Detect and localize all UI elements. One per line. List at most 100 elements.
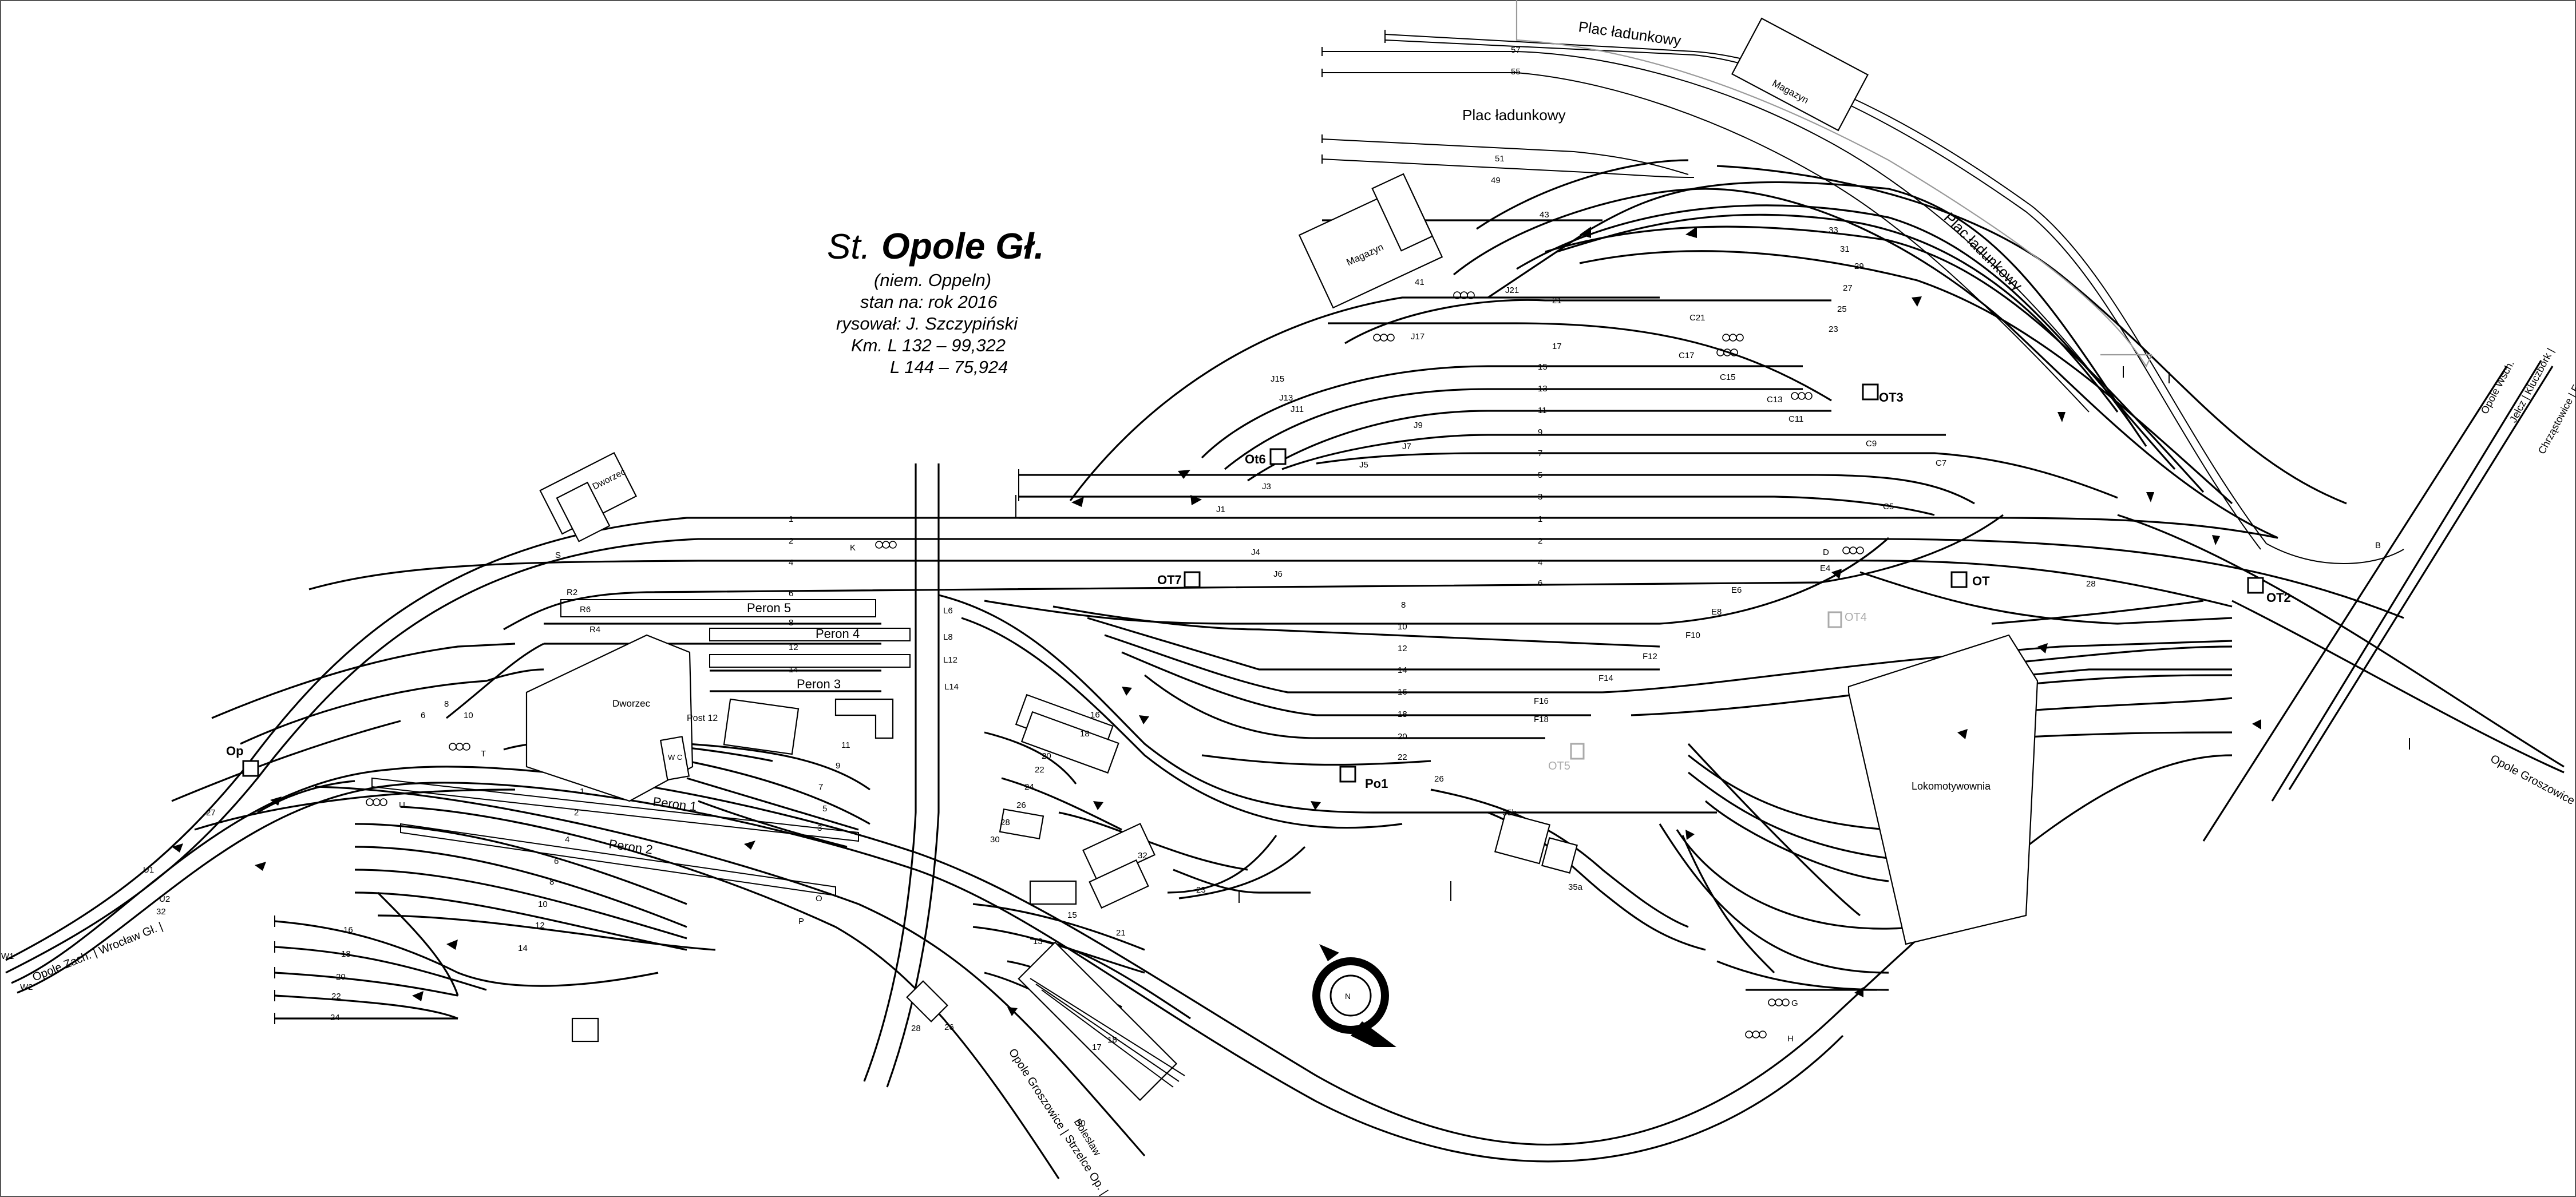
signal-k: K <box>850 543 856 553</box>
track-numbers: 1 1 2 2 3 4 4 5 6 6 7 8 8 9 10 11 12 12 … <box>156 45 2096 1128</box>
track-7-south: 7 <box>818 782 823 792</box>
west-sidings <box>171 463 940 1088</box>
area-outlines <box>1515 0 2152 368</box>
track-10-south: 10 <box>538 899 548 909</box>
track-17-south: 17 <box>1092 1043 1102 1052</box>
building-l-shape <box>834 698 894 739</box>
signal-j3: J3 <box>1262 482 1271 492</box>
info-line-3: rysował: J. Szczypiński <box>836 314 1018 334</box>
dworzec-main: Dworzec <box>525 634 694 802</box>
building-post <box>723 698 800 755</box>
signal-e8: E8 <box>1711 607 1722 617</box>
track-35b: 35b <box>1502 808 1517 818</box>
signal-p: P <box>798 917 804 926</box>
peron4-label: Peron 4 <box>816 627 860 641</box>
track-17: 17 <box>1552 342 1562 351</box>
signal-c5: C5 <box>1883 502 1894 512</box>
box-ot4-label: OT4 <box>1845 611 1867 624</box>
signal-j21: J21 <box>1505 286 1519 295</box>
signal-s: S <box>555 550 561 560</box>
track-1-west: 1 <box>789 514 793 524</box>
track-23: 23 <box>1829 324 1838 334</box>
track-8-west: 8 <box>789 618 793 628</box>
peron3-label: Peron 3 <box>797 677 841 691</box>
track-14-east: 14 <box>1398 665 1407 675</box>
box-ot-icon <box>1950 571 1968 588</box>
south-east-sidings <box>938 537 2233 1054</box>
info-line-1: (niem. Oppeln) <box>874 270 991 290</box>
station-name: Opole Gł. <box>881 225 1044 267</box>
signal-r4: R4 <box>589 625 600 635</box>
signal-b: B <box>2375 541 2381 550</box>
building-wc <box>659 736 690 781</box>
track-8-east: 8 <box>1401 600 1406 610</box>
track-30-south: 30 <box>990 835 1000 845</box>
track-43: 43 <box>1540 210 1549 220</box>
track-49: 49 <box>1491 176 1501 185</box>
box-ot6-label: Ot6 <box>1245 452 1266 466</box>
track-9-south: 9 <box>836 761 840 771</box>
signal-labels: C21 C17 C15 C13 C11 C9 C7 C5 D E4 E6 E8 … <box>1 286 2381 1044</box>
signal-f10: F10 <box>1685 631 1700 640</box>
buffer-stops <box>274 30 2410 1024</box>
track-10-west: 10 <box>464 711 473 720</box>
signal-glyphs <box>366 291 1864 1039</box>
track-20-south: 20 <box>1042 751 1051 761</box>
signal-o: O <box>816 894 822 903</box>
track-29: 29 <box>1854 261 1864 271</box>
dworzec-main-label: Dworzec <box>612 698 651 709</box>
signal-c13: C13 <box>1767 395 1783 405</box>
track-32-west: 32 <box>156 907 166 917</box>
track-35a: 35a <box>1568 882 1583 892</box>
signal-l12: L12 <box>943 655 957 665</box>
track-2-east: 2 <box>1538 536 1542 546</box>
magazyn-north: Magazyn <box>1731 17 1869 132</box>
signal-j4: J4 <box>1251 548 1260 557</box>
signal-h: H <box>1787 1034 1794 1044</box>
box-ot2-label: OT2 <box>2266 590 2291 605</box>
plac-label-2: Plac ładunkowy <box>1462 106 1566 124</box>
wc-label: W C <box>668 753 682 762</box>
track-8-south: 8 <box>549 877 554 887</box>
signal-w1: W1 <box>1 952 14 961</box>
track-13: 13 <box>1538 384 1548 394</box>
box-op-label: Op <box>226 744 244 758</box>
track-11-south: 11 <box>841 740 850 750</box>
track-6-east: 6 <box>1538 578 1542 588</box>
building-se-2 <box>1541 837 1578 874</box>
signal-e4: E4 <box>1820 564 1830 573</box>
track-8-west-2: 8 <box>444 699 449 709</box>
signal-r6: R6 <box>580 605 591 615</box>
box-ot7-icon <box>1184 571 1201 588</box>
signal-c11: C11 <box>1788 414 1803 424</box>
track-2-south: 2 <box>574 808 579 818</box>
track-3: 3 <box>1538 492 1542 502</box>
info-line-5: L 144 – 75,924 <box>890 357 1008 377</box>
track-18-south: 18 <box>1080 729 1090 739</box>
lokomotywownia: Lokomotywownia <box>1847 634 2039 945</box>
track-57: 57 <box>1511 45 1521 55</box>
signal-c9: C9 <box>1866 439 1877 449</box>
track-41: 41 <box>1415 278 1424 287</box>
north-arrow-icon: N <box>1312 944 1396 1047</box>
track-6-south: 6 <box>554 857 559 866</box>
signal-l14: L14 <box>944 682 959 692</box>
signal-l6: L6 <box>943 606 953 616</box>
signal-j9: J9 <box>1414 421 1423 430</box>
track-5: 5 <box>1538 470 1542 480</box>
track-2-west: 2 <box>789 536 793 546</box>
track-28: 28 <box>2086 579 2096 589</box>
signal-j6: J6 <box>1273 569 1283 579</box>
track-10: 10 <box>1398 622 1407 632</box>
building-s-1 <box>999 808 1044 840</box>
box-ot6-icon <box>1269 448 1287 465</box>
track-13-south: 13 <box>1033 937 1043 946</box>
track-20: 20 <box>1398 732 1407 742</box>
signal-j13: J13 <box>1279 393 1293 403</box>
signal-j7: J7 <box>1402 442 1411 451</box>
track-6-west: 6 <box>421 711 425 720</box>
signal-u1: U1 <box>143 865 154 875</box>
box-ot2-icon <box>2247 577 2264 594</box>
track-15-south: 15 <box>1067 910 1077 920</box>
info-line-2: stan na: rok 2016 <box>860 292 998 312</box>
